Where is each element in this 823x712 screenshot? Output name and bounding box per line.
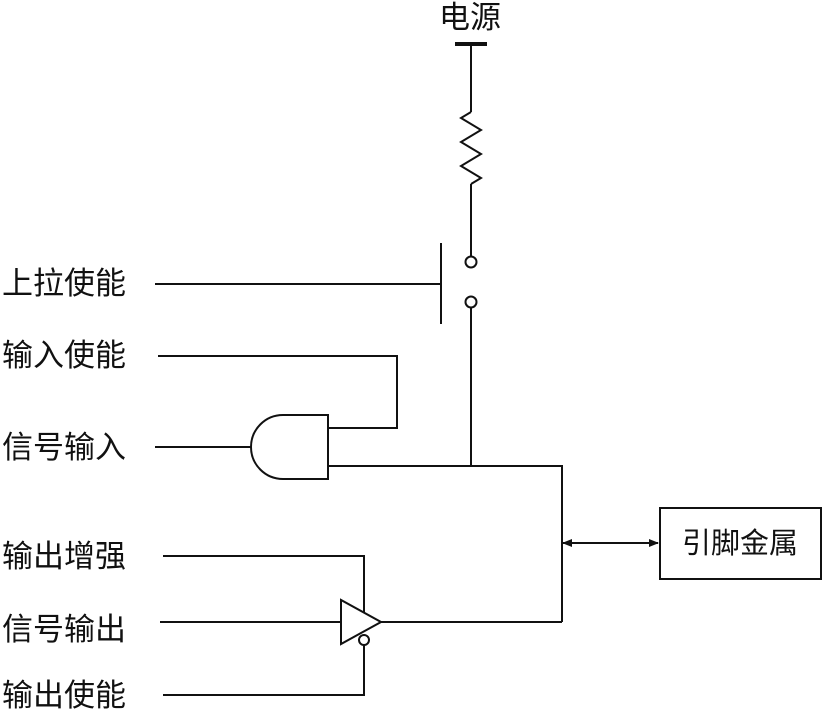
pin-metal-box xyxy=(659,507,822,580)
pullup-resistor xyxy=(459,111,483,185)
output-buffer xyxy=(340,598,384,646)
switch-terminal-bottom xyxy=(464,295,478,309)
pullup-enable-label: 上拉使能 xyxy=(2,266,126,302)
input-buffer-to-bus-wire xyxy=(328,465,563,622)
power-label: 电源 xyxy=(439,0,501,36)
pin-metal-label: 引脚金属 xyxy=(682,526,798,560)
switch-terminal-top xyxy=(464,255,478,269)
output-enable-label: 输出使能 xyxy=(2,678,126,712)
signal-output-label: 信号输出 xyxy=(2,612,126,648)
signal-input-label: 信号输入 xyxy=(2,430,126,466)
output-enable-inverter-bubble xyxy=(358,634,370,646)
output-enable-wire xyxy=(163,645,365,696)
input-enable-wire xyxy=(158,355,398,429)
input-enable-label: 输入使能 xyxy=(2,338,126,374)
and-gate xyxy=(250,414,329,480)
output-boost-label: 输出增强 xyxy=(2,539,126,575)
output-boost-wire xyxy=(163,555,365,612)
